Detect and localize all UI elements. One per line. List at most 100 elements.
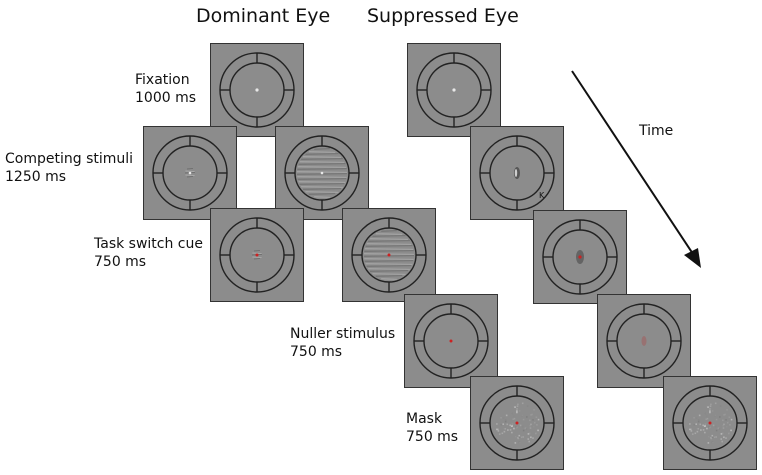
grating-stripe	[297, 168, 347, 170]
fixation-dot	[452, 88, 456, 92]
mask-noise-speck	[723, 414, 725, 416]
mask-noise-speck	[718, 428, 721, 430]
mask-noise-speck	[721, 432, 724, 435]
mask-noise-speck	[730, 418, 733, 421]
panel-graphic	[413, 303, 489, 379]
mask-noise-speck	[504, 420, 507, 423]
mask-noise-speck	[512, 416, 514, 418]
mask-noise-speck	[715, 436, 717, 438]
suppressed-taskswitch-panel	[533, 210, 627, 304]
mask-noise-speck	[522, 418, 525, 421]
mask-noise-speck	[699, 423, 702, 426]
mask-noise-speck	[726, 409, 728, 411]
mask-noise-speck	[531, 413, 533, 416]
mask-noise-speck	[525, 416, 528, 418]
mask-noise-speck	[712, 441, 714, 444]
mask-noise-speck	[699, 405, 701, 408]
mask-noise-speck	[524, 427, 527, 430]
grating-stripe	[185, 170, 195, 173]
mask-noise-speck	[532, 419, 534, 421]
mask-noise-speck	[514, 435, 517, 438]
mask-noise-speck	[709, 410, 711, 412]
mask-noise-speck	[724, 413, 726, 416]
mask-noise-speck	[515, 426, 517, 428]
red-dot	[515, 421, 519, 425]
grating-stripe	[305, 153, 339, 155]
mask-noise-speck	[514, 442, 517, 444]
mask-noise-speck	[500, 423, 503, 426]
mask-noise-speck	[721, 440, 723, 443]
mask-noise-speck	[711, 440, 714, 443]
grating-stripe	[302, 156, 342, 158]
mask-noise-speck	[730, 429, 732, 432]
mask-noise-speck	[715, 429, 718, 432]
mask-noise-speck	[518, 434, 521, 437]
mask-noise-speck	[708, 426, 710, 428]
grating-stripe	[364, 258, 414, 260]
mask-noise-speck	[704, 412, 707, 415]
grating-stripe	[186, 175, 194, 178]
step-duration: 1250 ms	[5, 169, 67, 185]
mask-noise-speck	[526, 405, 529, 407]
step-duration: 750 ms	[406, 429, 459, 445]
mask-noise-speck	[503, 427, 505, 430]
grating-stripe	[375, 233, 403, 235]
mask-noise-speck	[720, 433, 723, 435]
mask-noise-speck	[720, 438, 723, 440]
mask-noise-speck	[724, 421, 727, 424]
grating-stripe	[364, 248, 414, 250]
mask-noise-speck	[698, 414, 701, 417]
step-label-task-switch: Task switch cue 750 ms	[94, 235, 203, 271]
mask-noise-speck	[513, 405, 515, 408]
mask-noise-speck	[690, 430, 693, 432]
mask-noise-speck	[496, 423, 498, 425]
mask-noise-speck	[497, 428, 499, 431]
mask-noise-speck	[498, 433, 501, 435]
grating-stripe	[252, 252, 262, 255]
red-dot	[449, 339, 453, 343]
mask-noise-speck	[711, 434, 714, 437]
grating-stripe	[305, 191, 339, 193]
mask-noise-speck	[500, 416, 502, 419]
grating-stripe	[372, 235, 406, 237]
mask-noise-speck	[725, 437, 727, 439]
red-dot	[708, 421, 712, 425]
mask-noise-speck	[529, 424, 531, 427]
mask-noise-speck	[527, 438, 530, 440]
mask-noise-speck	[709, 411, 711, 414]
mask-noise-speck	[702, 429, 705, 431]
panel-graphic	[219, 217, 295, 293]
mask-noise-speck	[529, 427, 532, 429]
mask-noise-speck	[528, 412, 530, 415]
grating-stripe	[308, 151, 336, 153]
mask-noise-speck	[513, 427, 515, 430]
mask-noise-speck	[693, 416, 695, 419]
suppressed-nuller-panel	[597, 294, 691, 388]
mask-noise-speck	[502, 423, 505, 425]
mask-noise-speck	[511, 423, 514, 426]
mask-noise-speck	[528, 432, 531, 435]
grating-stripe	[364, 260, 414, 262]
grating-stripe	[297, 176, 347, 178]
mask-noise-speck	[717, 427, 720, 430]
mask-noise-speck	[535, 416, 538, 419]
grating-stripe	[314, 148, 330, 150]
mask-noise-speck	[530, 436, 532, 439]
time-arrow-head	[684, 248, 701, 268]
grating-stripe	[381, 230, 397, 232]
mask-noise-speck	[714, 402, 717, 405]
mask-noise-speck	[690, 428, 692, 431]
mask-noise-speck	[694, 432, 697, 435]
mask-noise-speck	[512, 418, 515, 421]
panel-marker-k: K	[539, 191, 545, 200]
mask-noise-speck	[517, 403, 519, 406]
mask-noise-speck	[721, 412, 723, 415]
mask-noise-speck	[728, 416, 731, 419]
suppressed-eye-heading: Suppressed Eye	[367, 5, 519, 27]
step-name: Fixation	[135, 72, 190, 88]
mask-noise-speck	[534, 421, 537, 424]
mask-noise-speck	[723, 423, 725, 426]
mask-noise-speck	[728, 433, 731, 435]
mask-noise-speck	[519, 441, 521, 444]
stimulus-blob	[641, 336, 647, 346]
